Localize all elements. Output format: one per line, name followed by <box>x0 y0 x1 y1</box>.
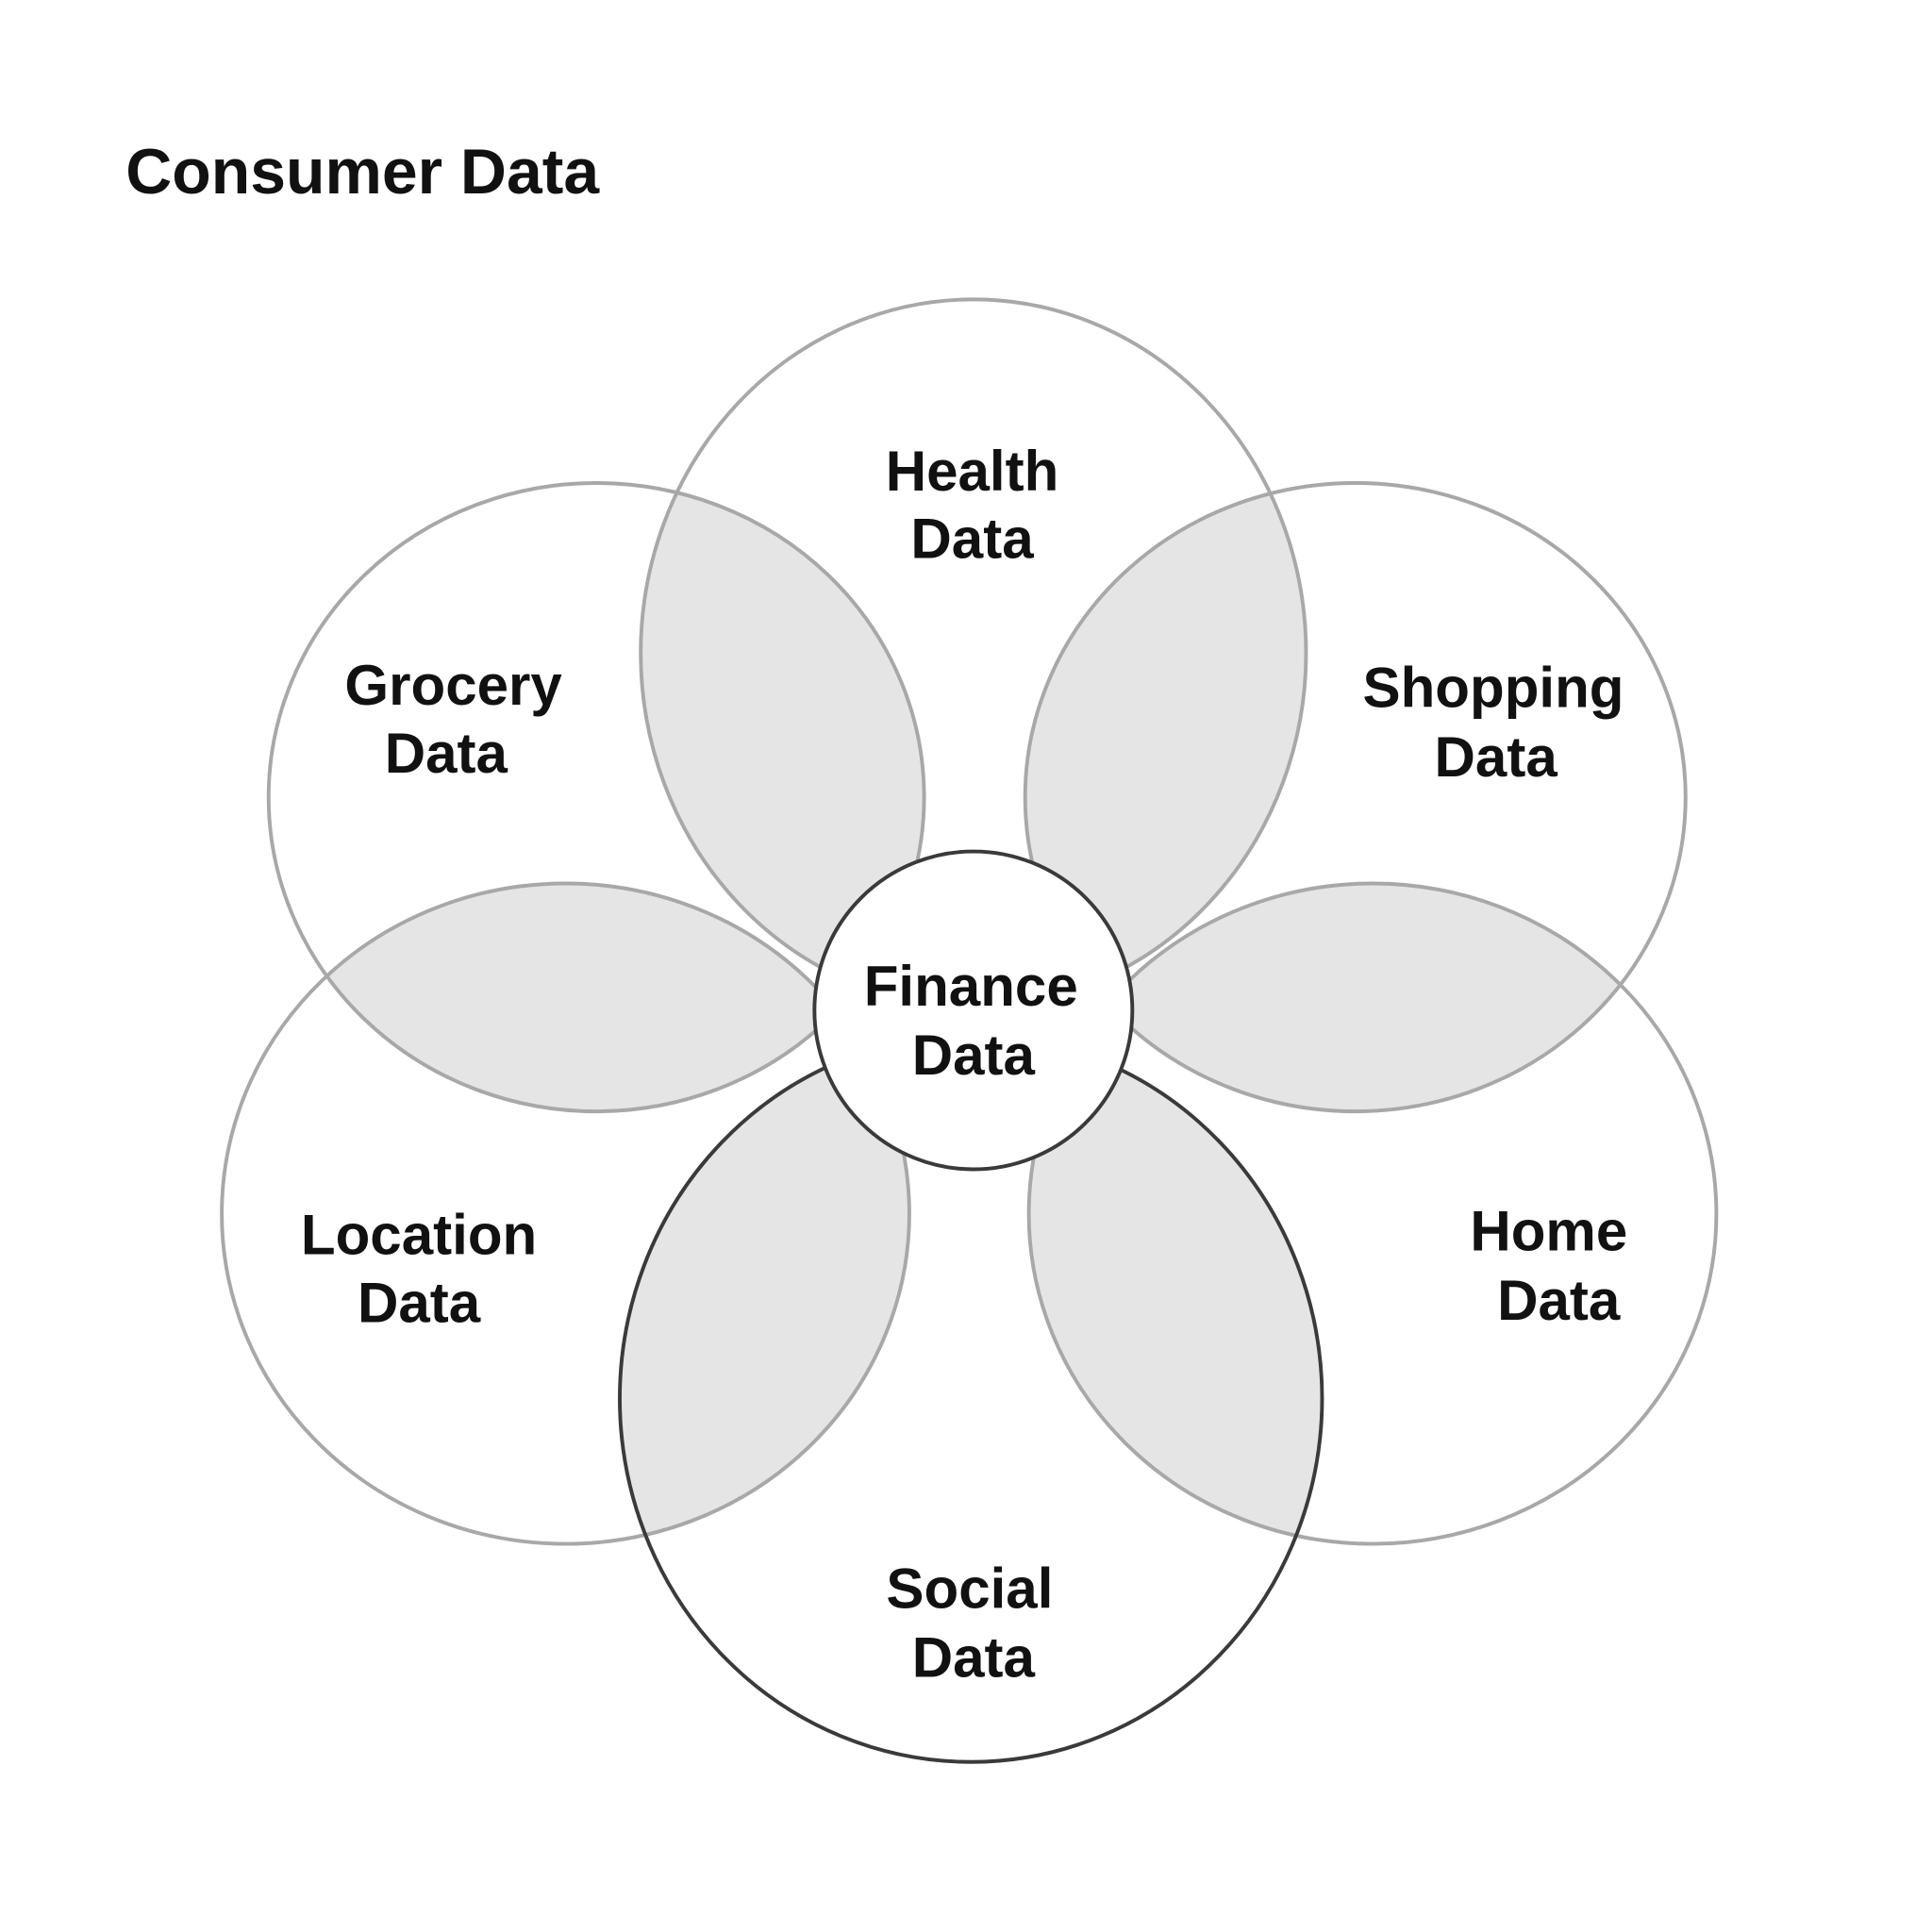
location-circle <box>220 881 911 1546</box>
location-label-line2: Data <box>358 1271 481 1334</box>
overlap-regions <box>268 483 1686 1544</box>
health-label-line1: Health <box>886 440 1059 503</box>
overlap-location-social <box>619 1035 909 1544</box>
home-label-line2: Data <box>1497 1269 1621 1332</box>
center-label-line2: Data <box>912 1024 1036 1087</box>
center-label-line1: Finance <box>864 955 1078 1018</box>
shopping-label-line2: Data <box>1435 725 1558 789</box>
grocery-label-line2: Data <box>385 722 508 785</box>
overlap-home-social <box>1028 1035 1323 1544</box>
shopping-circle <box>1023 481 1688 1114</box>
home-label-line1: Home <box>1470 1200 1627 1263</box>
location-label-line1: Location <box>301 1204 537 1267</box>
grocery-circle <box>266 481 926 1114</box>
home-circle <box>1026 881 1719 1546</box>
social-label-line2: Data <box>912 1626 1036 1690</box>
center-node-finance: Finance Data <box>812 849 1135 1172</box>
petal-labels: Health Data Grocery Data Shopping Data L… <box>301 440 1627 1690</box>
center-circle <box>812 849 1135 1172</box>
grocery-label-line1: Grocery <box>344 654 562 717</box>
shopping-label-line1: Shopping <box>1363 657 1624 720</box>
health-label-line2: Data <box>910 508 1034 571</box>
social-label-line1: Social <box>886 1557 1053 1620</box>
overlap-shopping-home <box>1028 883 1686 1112</box>
diagram-title: Consumer Data <box>125 137 600 208</box>
